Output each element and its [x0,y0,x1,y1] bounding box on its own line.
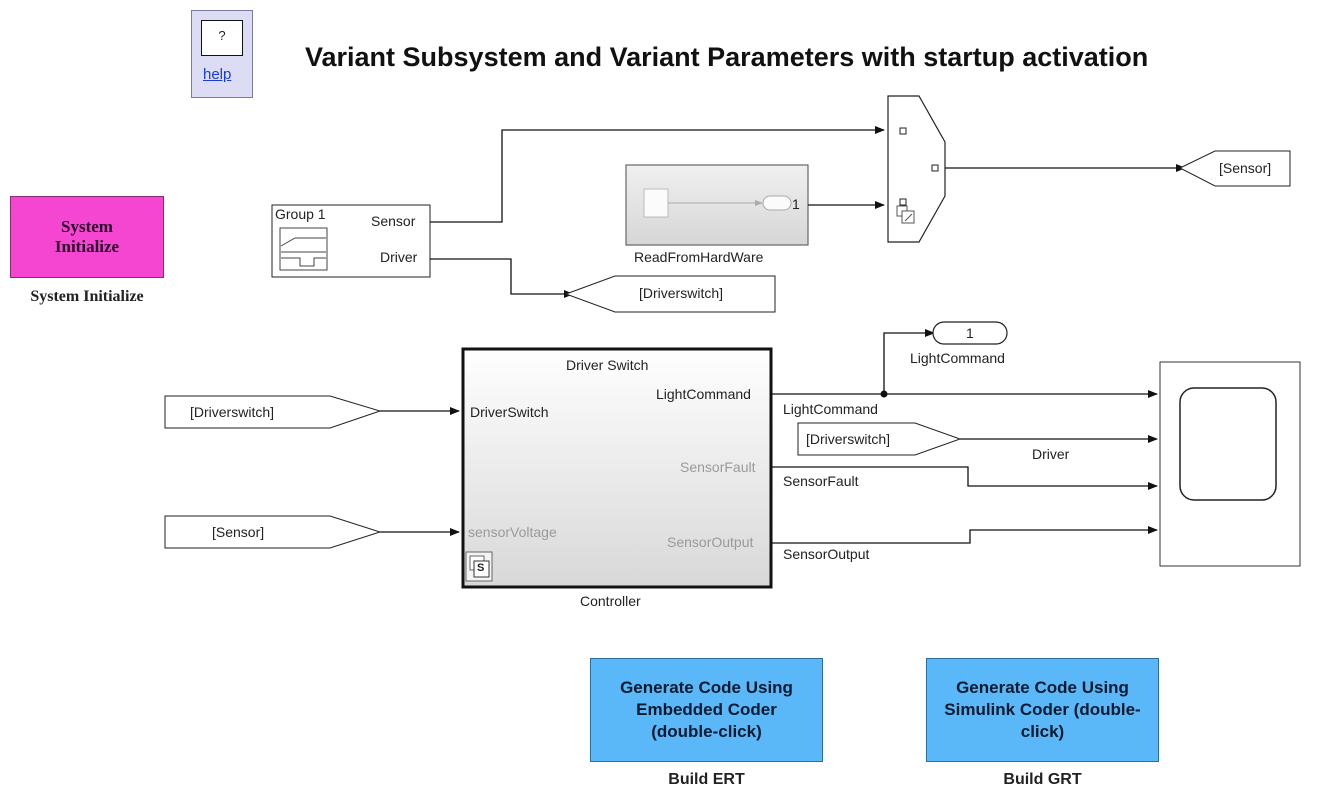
branch-point [880,390,888,398]
wire-sensor-to-variant [430,126,885,223]
signal-label-sensorfault: SensorFault [783,473,859,489]
variant-source-block[interactable] [887,95,946,243]
signal-label-sensoroutput: SensorOutput [783,546,870,562]
system-initialize-block[interactable]: System Initialize [10,196,164,278]
from-sensor-shape [164,515,382,549]
goto-driverswitch-shape [564,275,776,313]
build-grt-caption: Build GRT [1003,771,1082,788]
read-from-hardware-caption: ReadFromHardWare [634,249,764,265]
help-block[interactable]: ? help [191,10,253,98]
goto-sensor-tag[interactable]: [Sensor] [1219,160,1272,176]
hw-inner-port-number: 1 [792,196,800,212]
model-title: Variant Subsystem and Variant Parameters… [305,42,1149,72]
outport-name: LightCommand [910,350,1005,366]
from-driverswitch-tag[interactable]: [Driverswitch] [190,404,275,420]
controller-title: Driver Switch [566,357,649,373]
from-sensor-tag[interactable]: [Sensor] [212,524,265,540]
build-grt-button-text: Generate Code Using Simulink Coder (doub… [944,678,1141,741]
system-initialize-caption: System Initialize [30,288,144,305]
build-ert-caption: Build ERT [668,771,745,788]
wire-sensoroutput [771,526,1158,544]
outport-shape [932,321,1008,345]
signal-builder-output-driver: Driver [380,249,418,265]
controller-input-driverswitch: DriverSwitch [470,404,549,420]
controller-output-lightcommand: LightCommand [656,386,751,402]
signal-builder-output-sensor: Sensor [371,213,416,229]
question-mark-icon: ? [201,20,243,56]
signal-builder-group-label: Group 1 [275,206,326,222]
wire-driver-to-goto [430,258,574,298]
outport-number: 1 [966,325,974,341]
signal-label-lightcommand: LightCommand [783,401,878,417]
controller-output-sensoroutput: SensorOutput [667,534,754,550]
system-initialize-label: System Initialize [54,217,120,256]
wire-lightcommand-to-outport [883,329,935,394]
build-ert-button[interactable]: Generate Code Using Embedded Coder (doub… [590,658,823,762]
signal-builder-block[interactable] [271,204,431,278]
wire-sensorfault [771,466,1158,490]
help-link[interactable]: help [203,66,232,83]
controller-caption: Controller [580,593,641,609]
controller-input-sensorvoltage: sensorVoltage [468,524,557,540]
goto-driverswitch-tag[interactable]: [Driverswitch] [639,285,724,301]
signal-label-driver: Driver [1032,446,1070,462]
scope-block[interactable] [1159,361,1301,567]
waveform-icon [279,227,328,271]
controller-output-sensorfault: SensorFault [680,459,756,475]
from-driverswitch-right-tag[interactable]: [Driverswitch] [806,431,891,447]
goto-sensor-shape [1178,150,1291,187]
build-grt-button[interactable]: Generate Code Using Simulink Coder (doub… [926,658,1159,762]
variant-badge-letter: S [477,562,485,574]
from-driverswitch-right-shape [797,422,962,456]
scope-screen-icon [1179,387,1277,501]
controller-subsystem[interactable] [461,347,773,589]
from-driverswitch-shape [164,395,382,429]
build-ert-button-text: Generate Code Using Embedded Coder (doub… [620,678,793,741]
read-from-hardware-block[interactable] [625,164,809,246]
inner-outport-icon [762,195,792,211]
